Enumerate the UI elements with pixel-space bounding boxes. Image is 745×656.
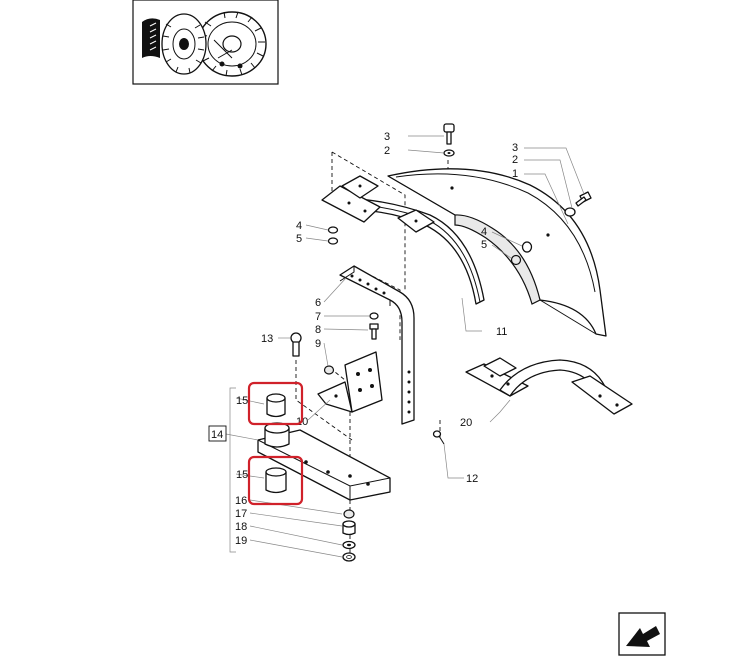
highlight-box-lower [247, 455, 304, 506]
callout-11: 11 [496, 326, 507, 338]
nut-9[interactable] [323, 365, 335, 375]
callout-8: 8 [315, 324, 321, 336]
callout-16: 16 [235, 495, 247, 507]
callout-7: 7 [315, 311, 321, 323]
washer-right[interactable] [564, 207, 576, 217]
callout-2-top: 2 [384, 145, 390, 157]
callout-17: 17 [235, 508, 247, 520]
nut-19[interactable] [342, 552, 356, 562]
callout-5-right: 5 [481, 239, 487, 251]
callout-5-left: 5 [296, 233, 302, 245]
washer-18[interactable] [342, 540, 356, 550]
callout-14-box [208, 425, 227, 442]
bolt-8[interactable] [369, 323, 379, 340]
bushing-upper[interactable] [266, 393, 286, 418]
callout-19: 19 [235, 535, 247, 547]
callout-4-right: 4 [481, 226, 487, 238]
mounting-bracket-20[interactable] [465, 357, 633, 415]
callout-15-lower: 15 [236, 469, 248, 481]
highlight-boxes [247, 381, 304, 506]
callout-1: 1 [512, 168, 518, 180]
callout-6: 6 [315, 297, 321, 309]
callout-12: 12 [466, 473, 478, 485]
callout-2-right: 2 [512, 154, 518, 166]
bolt-top[interactable] [443, 123, 455, 145]
callout-labels: 3 2 3 2 1 4 5 4 5 6 7 8 9 13 10 11 12 20… [208, 131, 518, 547]
rubber-spacer[interactable] [264, 422, 290, 448]
callout-3-top: 3 [384, 131, 390, 143]
spacer-17[interactable] [342, 520, 356, 536]
fender-support-arch[interactable] [321, 175, 485, 305]
bushing-lower[interactable] [265, 467, 287, 494]
vertical-bracket[interactable] [339, 265, 415, 425]
washer-16[interactable] [343, 509, 355, 519]
washer-top[interactable] [443, 149, 455, 157]
nut-right[interactable] [521, 241, 533, 253]
callout-13: 13 [261, 333, 273, 345]
highlight-box-upper [247, 381, 304, 426]
angle-bracket[interactable] [317, 351, 383, 413]
base-plate[interactable] [257, 429, 391, 501]
bolt-right[interactable] [575, 191, 592, 207]
bolt-12[interactable] [432, 430, 445, 445]
bolt-13[interactable] [290, 332, 302, 357]
callout-15-upper: 15 [236, 395, 248, 407]
washer-7[interactable] [369, 312, 379, 320]
callout-18: 18 [235, 521, 247, 533]
callout-3-right: 3 [512, 142, 518, 154]
washer-left[interactable] [327, 237, 339, 245]
fender[interactable] [387, 168, 607, 337]
tractor-wheel-icon [142, 11, 267, 77]
washer-right-small[interactable] [510, 254, 522, 266]
callout-4-left: 4 [296, 220, 302, 232]
callout-9: 9 [315, 338, 321, 350]
callout-14: 14 [211, 429, 223, 441]
callout-20: 20 [460, 417, 472, 429]
thumbnail-panel[interactable] [132, 0, 279, 85]
return-arrow-icon[interactable] [618, 612, 666, 656]
nut-left[interactable] [327, 226, 339, 234]
